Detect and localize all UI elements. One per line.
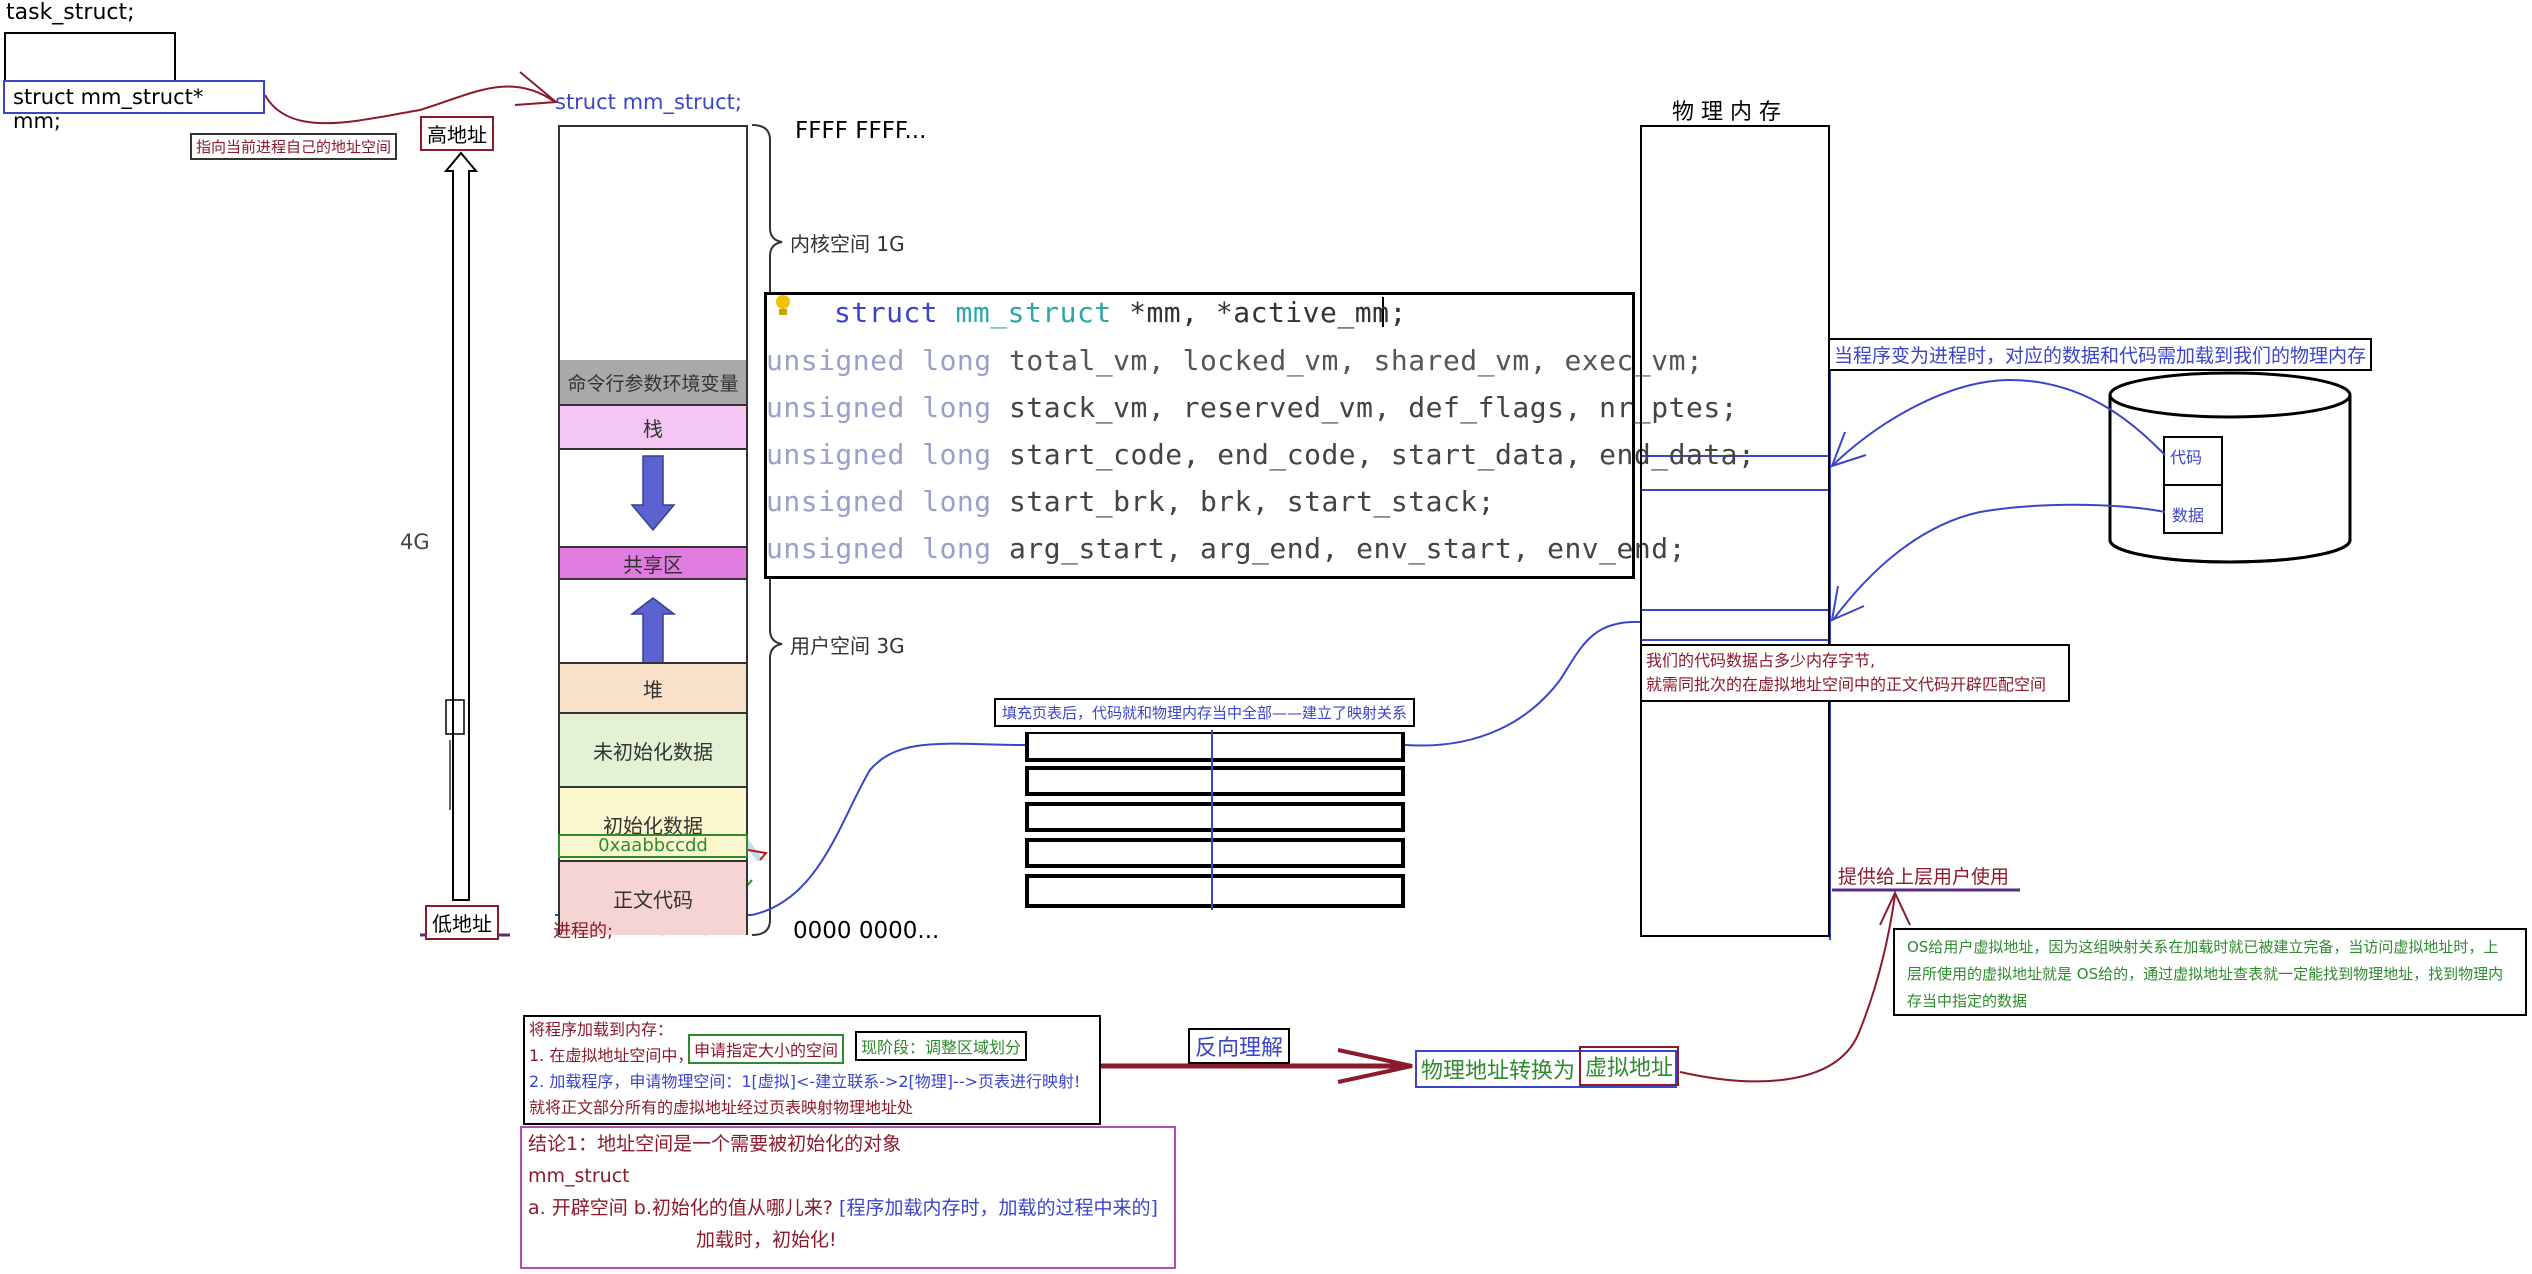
bottom-address: 0000 0000... — [793, 918, 940, 944]
segment-bss: 未初始化数据 — [558, 712, 748, 786]
data-load-arrow — [1832, 503, 2166, 621]
conclusion-line-4: 加载时，初始化! — [696, 1229, 837, 1251]
os-note-arrow — [1679, 894, 1896, 1083]
user-space-label: 用户空间 3G — [790, 634, 905, 658]
page-table-row — [1025, 802, 1405, 832]
loading-step2: 2. 加载程序，申请物理空间：1[虚拟]<-建立联系->2[物理]-->页表进行… — [529, 1072, 1081, 1091]
stack-grow-arrow — [630, 455, 676, 532]
address-range-arrow — [443, 151, 479, 901]
process-label: 进程的; — [553, 921, 614, 942]
size-note-line-2: 就需同批次的在虚拟地址空间中的正文代码开辟匹配空间 — [1646, 675, 2047, 694]
mm-pointer-note: 指向当前进程自己的地址空间 — [190, 133, 398, 160]
page-table-row — [1025, 874, 1405, 908]
loading-title: 将程序加载到内存： — [529, 1020, 674, 1039]
segment-args-env: 命令行参数环境变量 — [558, 360, 748, 404]
segment-shared: 共享区 — [558, 546, 748, 580]
segment-text: 正文代码 — [558, 860, 748, 935]
mm-pointer-arrow — [264, 85, 556, 125]
loading-step3: 就将正文部分所有的虚拟地址经过页表映射物理地址处 — [529, 1098, 914, 1117]
mm-struct-label: struct mm_struct; — [555, 90, 742, 114]
physical-memory-column — [1640, 125, 1830, 937]
conclusion-box: 结论1：地址空间是一个需要被初始化的对象 mm_struct a. 开辟空间 b… — [520, 1126, 1176, 1269]
page-table-link-left — [751, 742, 1026, 916]
task-struct-title: task_struct; — [6, 0, 135, 25]
addr-value-box: 0xaabbccdd — [558, 834, 748, 858]
os-note: OS给用户虚拟地址，因为这组映射关系在加载时就已被建立完备，当访问虚拟地址时，上… — [1893, 928, 2527, 1016]
page-table-row — [1025, 732, 1405, 762]
heap-grow-arrow — [629, 597, 677, 664]
provide-note: 提供给上层用户使用 — [1838, 866, 2010, 888]
low-address-label: 低地址 — [425, 905, 499, 940]
page-table-link-right — [1404, 620, 1641, 747]
page-table-note: 填充页表后，代码就和物理内存当中全部——建立了映射关系 — [994, 698, 1416, 727]
stage-note: 现阶段：调整区域划分 — [855, 1031, 1028, 1061]
reverse-label: 反向理解 — [1188, 1028, 1291, 1064]
disk-data-label: 数据 — [2172, 506, 2205, 525]
code-line-2: unsigned long total_vm, locked_vm, share… — [766, 344, 1704, 377]
code-line-1: struct mm_struct *mm, *active_mm; — [834, 296, 1407, 329]
lightbulb-icon — [774, 294, 792, 318]
page-table-row — [1025, 766, 1405, 796]
segment-stack: 栈 — [558, 404, 748, 450]
mm-field: struct mm_struct* mm; — [3, 80, 265, 133]
loading-step1: 1. 在虚拟地址空间中， — [529, 1046, 694, 1065]
code-line-3: unsigned long stack_vm, reserved_vm, def… — [766, 391, 1739, 424]
segment-heap: 堆 — [558, 662, 748, 712]
conclusion-line-1: 结论1：地址空间是一个需要被初始化的对象 — [528, 1133, 902, 1155]
conclusion-line-3: a. 开辟空间 b.初始化的值从哪儿来? [程序加载内存时，加载的过程中来的] — [528, 1197, 1158, 1219]
kernel-space-label: 内核空间 1G — [790, 232, 905, 256]
conversion-highlight: 虚拟地址 — [1579, 1046, 1680, 1086]
conclusion-line-2: mm_struct — [528, 1165, 630, 1187]
disk-code-label: 代码 — [2170, 448, 2203, 467]
user-brace — [751, 345, 783, 936]
code-line-6: unsigned long arg_start, arg_end, env_st… — [766, 532, 1686, 565]
size-4g-label: 4G — [400, 530, 430, 554]
mm-struct-code-box — [764, 292, 1635, 579]
size-note: 我们的代码数据占多少内存字节, 就需同批次的在虚拟地址空间中的正文代码开辟匹配空… — [1640, 644, 2070, 702]
code-load-arrow — [1832, 378, 2166, 466]
size-note-line-1: 我们的代码数据占多少内存字节, — [1646, 651, 1876, 670]
page-table-row — [1025, 838, 1405, 868]
step1-highlight: 申请指定大小的空间 — [688, 1034, 845, 1064]
kernel-brace — [751, 124, 783, 345]
conversion-label: 物理地址转换为 — [1415, 1050, 1678, 1088]
code-line-4: unsigned long start_code, end_code, star… — [766, 438, 1756, 471]
high-address-label: 高地址 — [420, 116, 494, 151]
top-address: FFFF FFFF... — [795, 118, 927, 144]
physical-memory-title: 物 理 内 存 — [1672, 100, 1781, 125]
load-note: 当程序变为进程时，对应的数据和代码需加载到我们的物理内存 — [1828, 338, 2373, 371]
code-line-5: unsigned long start_brk, brk, start_stac… — [766, 485, 1496, 518]
disk-cylinder — [2108, 371, 2352, 564]
